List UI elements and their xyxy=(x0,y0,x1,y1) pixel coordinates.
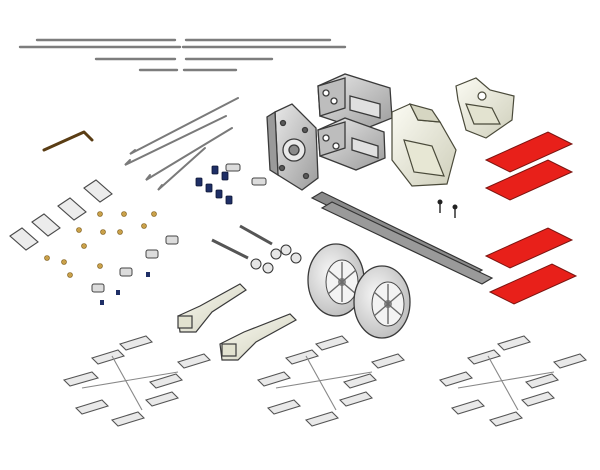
hinge-sprue-tree xyxy=(62,335,212,427)
tail-wheel-leg xyxy=(177,283,247,333)
foam-strips xyxy=(310,191,494,285)
red-adhesive-pads xyxy=(484,131,578,305)
plastic-servo-tray xyxy=(391,103,457,187)
small-screws xyxy=(437,199,458,218)
hinge-clips xyxy=(9,179,113,251)
main-wheel xyxy=(307,243,365,317)
red-pad xyxy=(484,131,574,173)
hinge-sprue-tree xyxy=(256,335,406,427)
main-wheel xyxy=(353,265,411,339)
red-pad xyxy=(488,263,578,305)
pushrod-wires xyxy=(18,38,347,72)
navy-nuts xyxy=(100,272,150,305)
plastic-servo-tray xyxy=(455,77,515,139)
allen-key xyxy=(42,130,94,152)
z-bend-pushrods xyxy=(124,97,239,191)
washers xyxy=(250,244,302,274)
landing-gear-bracket xyxy=(317,73,393,131)
tail-wheel-leg xyxy=(219,313,297,361)
servo-mount-plate xyxy=(266,103,319,191)
wheel-collars xyxy=(91,163,273,293)
red-pad xyxy=(484,227,574,269)
hinge-sprue-tree xyxy=(438,335,588,427)
red-pad xyxy=(484,159,574,201)
control-horns xyxy=(195,165,233,205)
brass-hardware xyxy=(44,211,157,278)
landing-gear-bracket xyxy=(317,117,386,171)
